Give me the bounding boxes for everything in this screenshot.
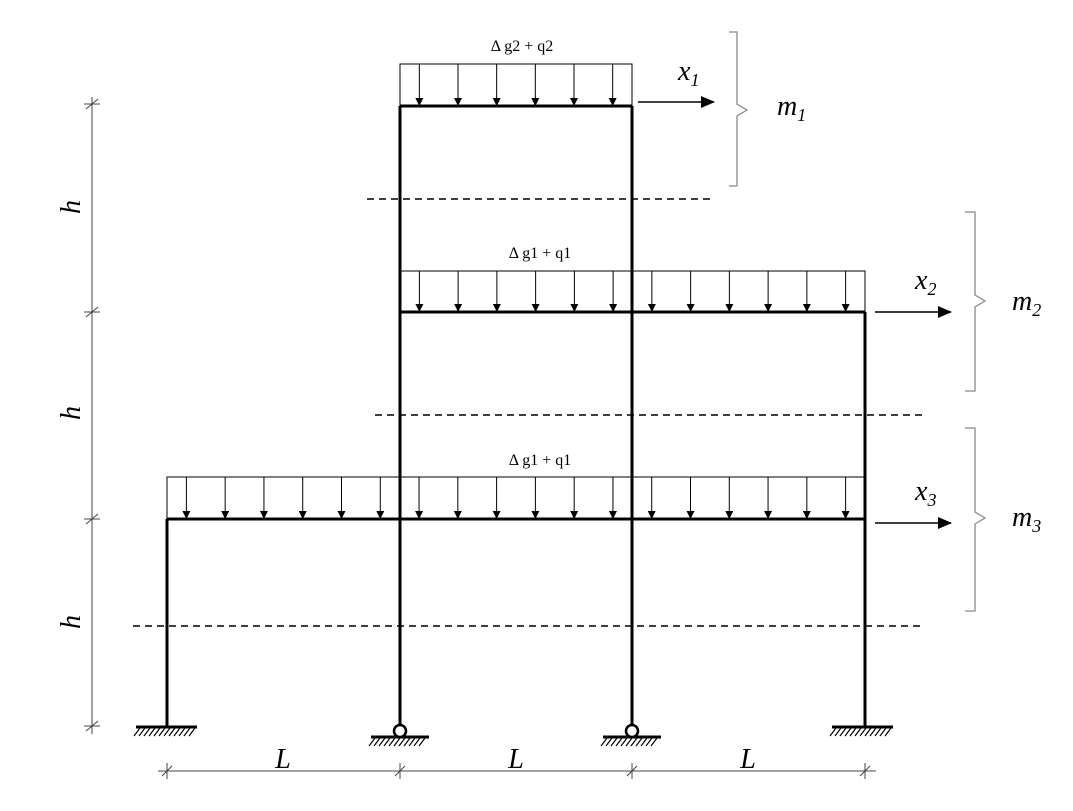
bay-label-left: L [274,744,291,775]
mass-brace-3 [965,427,987,612]
load-arrows [182,64,850,519]
height-label-middle: h [56,406,87,420]
m3-label: m3 [1012,502,1041,536]
x3-label: x3 [914,476,936,510]
floor1-load-label: Δ g1 + q1 [509,452,571,469]
m2-label: m2 [1012,286,1041,320]
roof-load-label: Δ g2 + q2 [491,38,553,55]
roof-load-box [399,63,633,107]
mass-brace-1 [729,31,749,187]
floor2-load-label: Δ g1 + q1 [509,245,571,262]
height-label-top: h [56,200,87,214]
height-dimension [84,97,100,734]
mass-brace-2 [965,211,987,392]
pin-support-c [600,723,661,747]
m1-label: m1 [777,91,806,125]
floor1-load-box [166,476,866,520]
frame-members [165,104,867,726]
width-dimension [158,763,876,779]
fixed-support-right [829,725,893,737]
pin-support-b [368,723,429,747]
height-label-bottom: h [56,615,87,629]
x2-label: x2 [914,265,936,299]
bay-label-middle: L [507,744,524,775]
fixed-support-left [133,725,197,737]
bay-label-right: L [739,744,756,775]
x1-label: x1 [677,56,699,90]
